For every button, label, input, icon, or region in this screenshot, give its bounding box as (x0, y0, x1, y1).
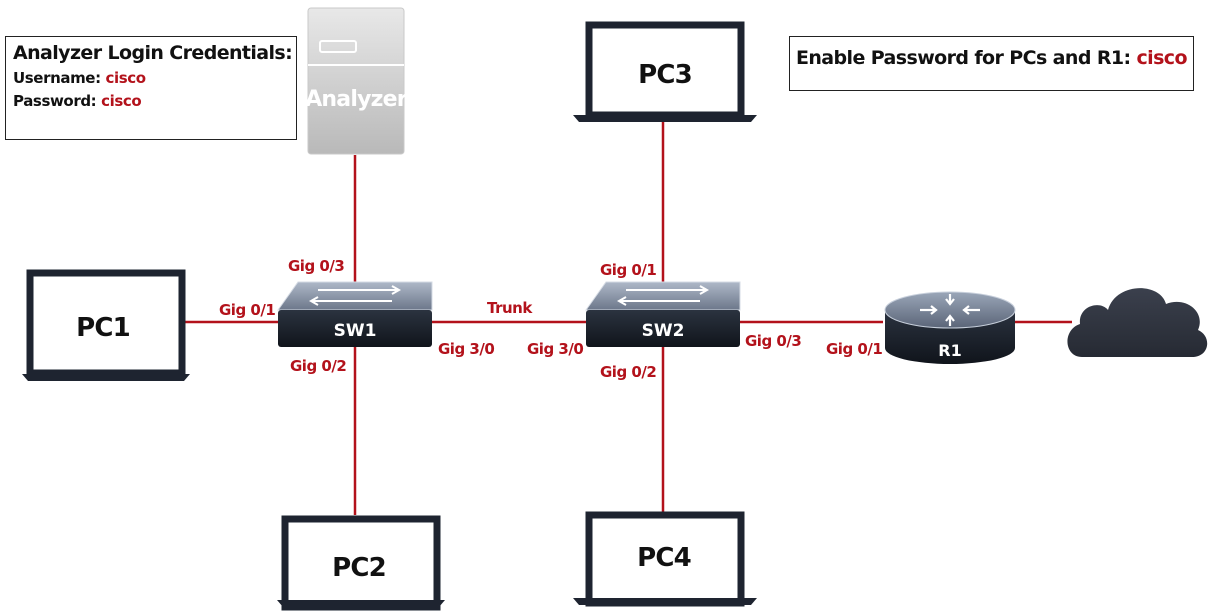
port-label-sw2-gig30: Gig 3/0 (527, 340, 583, 358)
switch-arrows-icon (616, 285, 710, 306)
sw1-switch[interactable]: SW1 (277, 281, 433, 347)
credentials-title: Analyzer Login Credentials: (13, 42, 293, 64)
pc2-laptop[interactable]: PC2 (277, 515, 445, 611)
password-line: Password: cisco (13, 92, 289, 110)
username-label: Username: (13, 69, 101, 87)
sw2-switch[interactable]: SW2 (585, 281, 741, 347)
enable-password-value: cisco (1136, 47, 1188, 69)
server-drive-icon (319, 40, 357, 53)
port-label-r1-gig01: Gig 0/1 (826, 340, 882, 358)
port-labels: Gig 0/3 Gig 0/1 Gig 0/2 Gig 3/0 Trunk Gi… (219, 257, 883, 381)
port-label-sw1-gig03: Gig 0/3 (288, 257, 344, 275)
pc2-label: PC2 (332, 553, 386, 583)
pc4-laptop[interactable]: PC4 (573, 511, 757, 607)
pc1-laptop[interactable]: PC1 (22, 269, 190, 381)
sw1-label: SW1 (334, 321, 377, 341)
trunk-label: Trunk (487, 299, 533, 317)
analyzer-server[interactable]: Analyzer (305, 7, 409, 155)
pc4-label: PC4 (637, 543, 691, 573)
links (182, 120, 1072, 515)
port-label-sw1-gig02: Gig 0/2 (290, 357, 346, 375)
pc1-label: PC1 (76, 313, 130, 343)
port-label-sw2-gig01: Gig 0/1 (600, 261, 656, 279)
port-label-sw2-gig03: Gig 0/3 (745, 332, 801, 350)
cloud-icon (1067, 288, 1208, 357)
router-arrows-icon (920, 294, 980, 326)
enable-password-line: Enable Password for PCs and R1: cisco (796, 47, 1188, 69)
switch-arrows-icon (308, 285, 402, 306)
r1-router[interactable]: R1 (884, 291, 1016, 364)
password-label: Password: (13, 92, 97, 110)
port-label-sw2-gig02: Gig 0/2 (600, 363, 656, 381)
pc3-label: PC3 (638, 60, 692, 90)
sw2-label: SW2 (642, 321, 685, 341)
enable-password-label: Enable Password for PCs and R1: (796, 47, 1131, 69)
r1-label: R1 (938, 341, 961, 360)
port-label-sw1-gig01: Gig 0/1 (219, 301, 275, 319)
password-value: cisco (101, 92, 142, 110)
pc3-laptop[interactable]: PC3 (573, 21, 757, 122)
username-value: cisco (105, 69, 147, 87)
analyzer-label: Analyzer (305, 87, 408, 112)
port-label-sw1-gig30: Gig 3/0 (438, 340, 494, 358)
enable-password-box: Enable Password for PCs and R1: cisco (789, 36, 1194, 91)
username-line: Username: cisco (13, 69, 289, 87)
analyzer-credentials-box: Analyzer Login Credentials: Username: ci… (5, 36, 297, 140)
